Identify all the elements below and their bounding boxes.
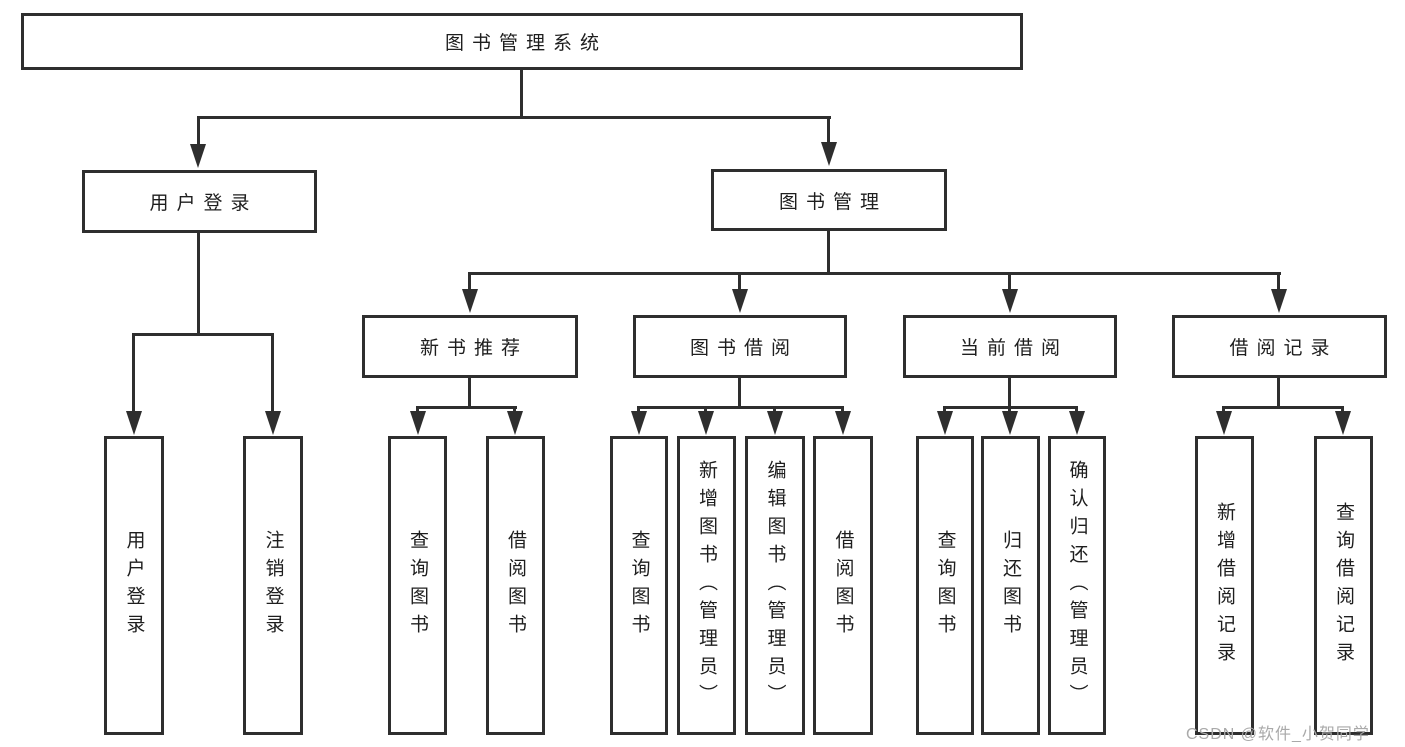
arrowhead-down-icon <box>1002 289 1018 313</box>
arrowhead-down-icon <box>462 289 478 313</box>
node-borrow-records-label: 借阅记录 <box>1229 338 1338 359</box>
edge-records-bar <box>1224 406 1344 409</box>
node-book-management-label: 图书管理 <box>778 191 887 213</box>
leaf-borrowing-add-books-admin-label: 新增图书（管理员） <box>696 459 717 712</box>
node-user-login: 用户登录 <box>82 170 317 233</box>
edge-user-login-bar <box>132 333 274 336</box>
edge-new-book-stem <box>468 378 471 409</box>
leaf-borrowing-add-books-admin: 新增图书（管理员） <box>677 436 736 735</box>
leaf-borrowing-query-books-label: 查询图书 <box>628 529 650 642</box>
arrowhead-down-icon <box>507 411 523 435</box>
edge-root-stem <box>520 69 523 119</box>
node-book-borrowing-label: 图书借阅 <box>689 338 798 359</box>
edge-borrowing-stem <box>738 378 741 409</box>
edge-new-book-bar <box>417 406 517 409</box>
leaf-user-login-label: 用户登录 <box>123 529 145 642</box>
leaf-current-confirm-return-admin: 确认归还（管理员） <box>1048 436 1106 735</box>
leaf-user-login: 用户登录 <box>104 436 164 735</box>
leaf-borrowing-query-books: 查询图书 <box>610 436 668 735</box>
edge-current-bar <box>945 406 1078 409</box>
arrowhead-down-icon <box>821 142 837 166</box>
arrowhead-down-icon <box>265 411 281 435</box>
node-library-system: 图书管理系统 <box>21 13 1023 70</box>
csdn-watermark: CSDN @软件_小贺同学 <box>1186 726 1370 743</box>
edge-book-mgmt-bar <box>469 272 1281 275</box>
arrowhead-down-icon <box>1069 411 1085 435</box>
arrowhead-down-icon <box>410 411 426 435</box>
edge-book-mgmt-drop-1 <box>468 272 471 292</box>
node-new-book-recommend: 新书推荐 <box>362 315 578 378</box>
edge-root-drop-1 <box>197 116 200 146</box>
leaf-newbook-borrow-books: 借阅图书 <box>486 436 545 735</box>
leaf-newbook-query-books-label: 查询图书 <box>407 529 428 642</box>
edge-book-mgmt-drop-2 <box>738 272 741 292</box>
arrowhead-down-icon <box>190 144 206 168</box>
leaf-records-query-record: 查询借阅记录 <box>1314 436 1373 735</box>
arrowhead-down-icon <box>835 411 851 435</box>
arrowhead-down-icon <box>126 411 142 435</box>
edge-user-login-drop-1 <box>132 333 135 415</box>
node-book-management: 图书管理 <box>711 169 947 231</box>
node-current-borrowing-label: 当前借阅 <box>959 338 1068 359</box>
leaf-current-query-books-label: 查询图书 <box>934 529 956 642</box>
node-current-borrowing: 当前借阅 <box>903 315 1117 378</box>
arrowhead-down-icon <box>767 411 783 435</box>
edge-user-login-drop-2 <box>271 333 274 415</box>
leaf-current-confirm-return-admin-label: 确认归还（管理员） <box>1066 459 1088 712</box>
edge-user-login-stem <box>197 233 200 336</box>
leaf-borrowing-borrow-books: 借阅图书 <box>813 436 873 735</box>
node-book-borrowing: 图书借阅 <box>633 315 847 378</box>
leaf-records-query-record-label: 查询借阅记录 <box>1333 501 1354 670</box>
edge-current-stem <box>1008 378 1011 409</box>
node-new-book-recommend-label: 新书推荐 <box>419 338 528 359</box>
leaf-records-add-record: 新增借阅记录 <box>1195 436 1254 735</box>
arrowhead-down-icon <box>698 411 714 435</box>
arrowhead-down-icon <box>1271 289 1287 313</box>
leaf-records-add-record-label: 新增借阅记录 <box>1214 501 1235 670</box>
edge-book-mgmt-stem <box>827 231 830 275</box>
edge-records-stem <box>1277 378 1280 409</box>
leaf-newbook-query-books: 查询图书 <box>388 436 447 735</box>
arrowhead-down-icon <box>631 411 647 435</box>
node-borrow-records: 借阅记录 <box>1172 315 1387 378</box>
leaf-current-return-books-label: 归还图书 <box>1000 529 1021 642</box>
edge-root-bar <box>197 116 831 119</box>
leaf-current-query-books: 查询图书 <box>916 436 974 735</box>
arrowhead-down-icon <box>732 289 748 313</box>
leaf-logout: 注销登录 <box>243 436 303 735</box>
edge-book-mgmt-drop-3 <box>1008 272 1011 292</box>
leaf-borrowing-edit-books-admin: 编辑图书（管理员） <box>745 436 805 735</box>
arrowhead-down-icon <box>1335 411 1351 435</box>
leaf-borrowing-edit-books-admin-label: 编辑图书（管理员） <box>764 459 786 712</box>
node-library-system-label: 图书管理系统 <box>444 33 607 54</box>
leaf-borrowing-borrow-books-label: 借阅图书 <box>832 529 854 642</box>
arrowhead-down-icon <box>1216 411 1232 435</box>
edge-borrowing-bar <box>639 406 844 409</box>
leaf-current-return-books: 归还图书 <box>981 436 1040 735</box>
leaf-logout-label: 注销登录 <box>262 529 284 642</box>
arrowhead-down-icon <box>937 411 953 435</box>
arrowhead-down-icon <box>1002 411 1018 435</box>
node-user-login-label: 用户登录 <box>149 193 258 214</box>
edge-book-mgmt-drop-4 <box>1277 272 1280 292</box>
leaf-newbook-borrow-books-label: 借阅图书 <box>505 529 526 642</box>
edge-root-drop-2 <box>827 116 830 144</box>
